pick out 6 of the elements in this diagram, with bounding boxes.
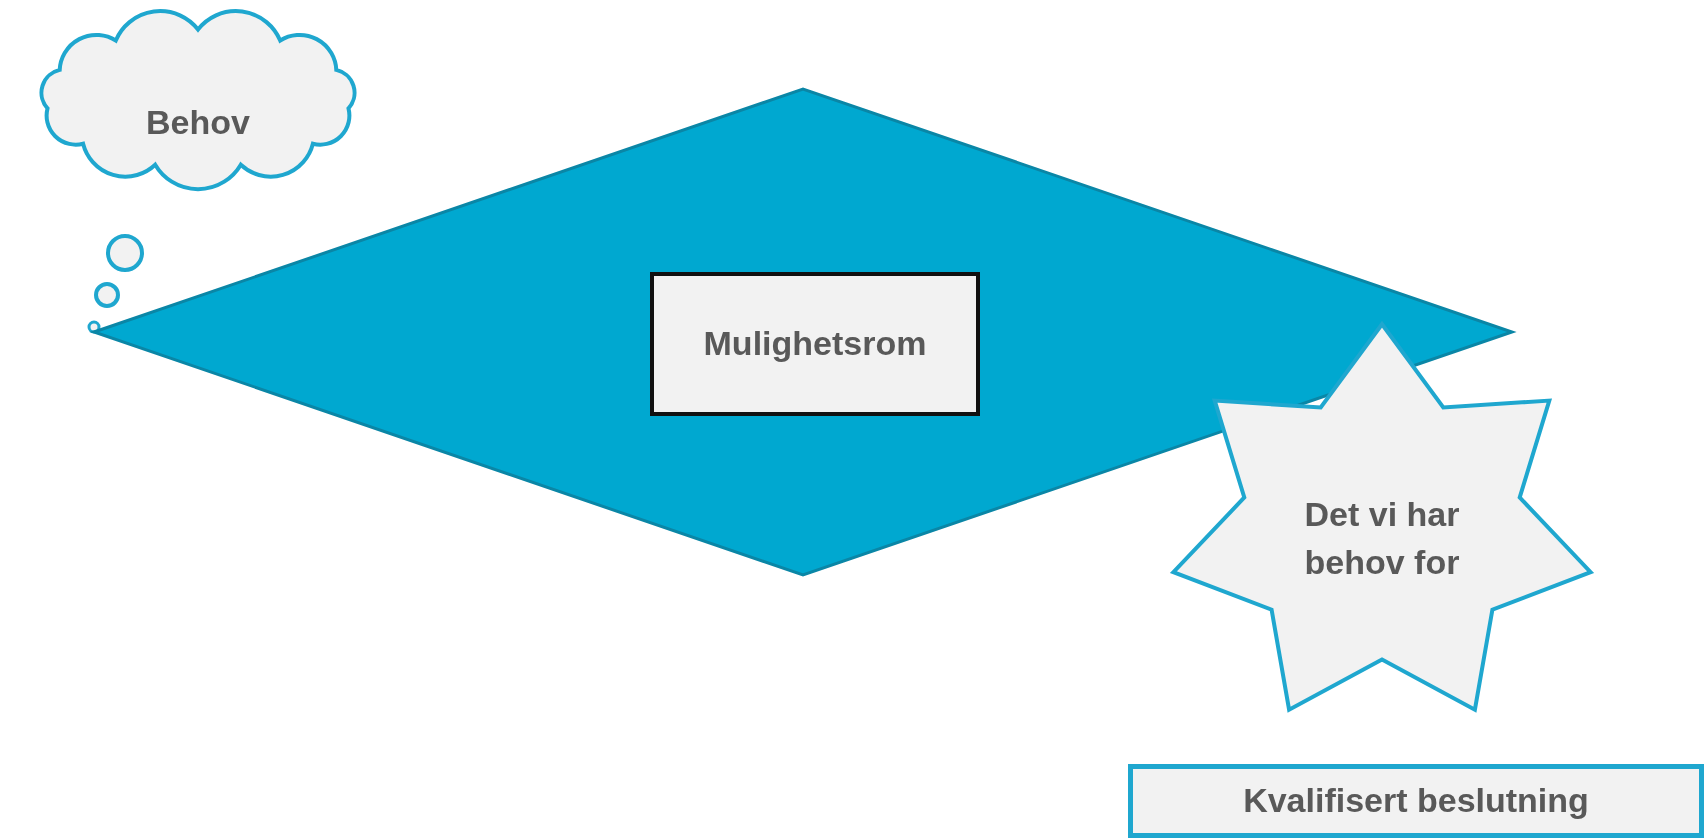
node-label: Kvalifisert beslutning xyxy=(1243,780,1589,822)
node-label: Det vi har behov for xyxy=(1303,494,1461,583)
node-label: Behov xyxy=(146,101,250,143)
label-box xyxy=(1128,764,1704,838)
node-label: Mulighetsrom xyxy=(703,323,927,365)
label-box xyxy=(650,272,980,416)
